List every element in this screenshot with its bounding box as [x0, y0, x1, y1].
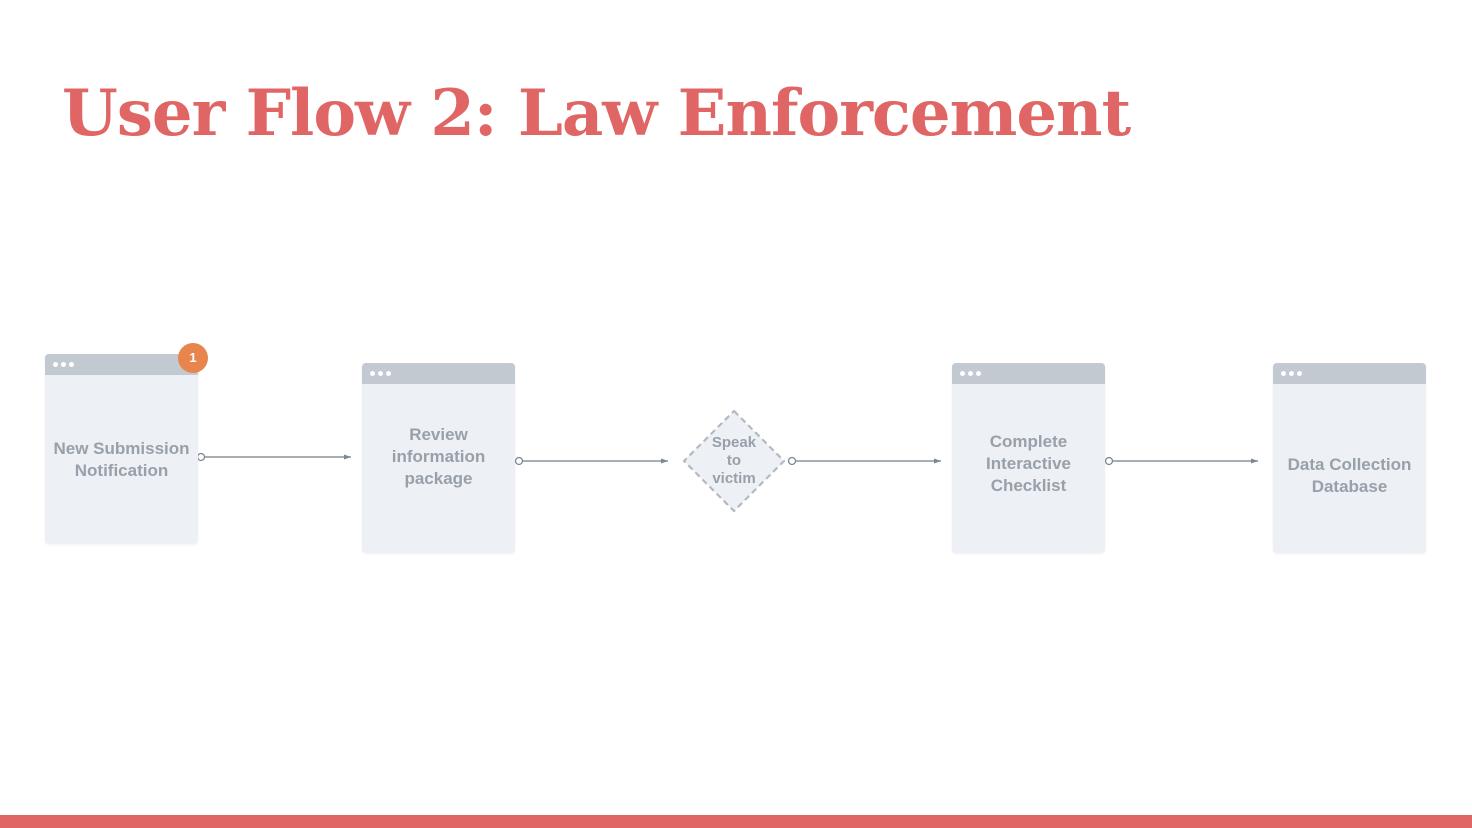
connector-3 — [787, 456, 941, 466]
window-title-bar — [1273, 363, 1426, 384]
notification-badge: 1 — [178, 343, 208, 373]
window-dots-icon — [1281, 371, 1302, 376]
window-title-bar — [952, 363, 1105, 384]
footer-accent-bar — [0, 815, 1472, 828]
window-title-bar — [45, 354, 198, 375]
step-data-collection-screen: Data Collection Database — [1273, 363, 1426, 553]
step-label: Review information package — [391, 425, 486, 488]
step-review-package-screen: Review information package — [362, 363, 515, 553]
connector-4-start-node — [1104, 456, 1114, 466]
step-interactive-checklist-screen: Complete Interactive Checklist — [952, 363, 1105, 553]
connector-2 — [514, 456, 668, 466]
slide-title: User Flow 2: Law Enforcement — [62, 76, 1131, 151]
step-new-submission-screen: New Submission Notification — [45, 354, 198, 544]
window-dots-icon — [370, 371, 391, 376]
connector-4 — [1104, 456, 1258, 466]
connector-3-start-node — [787, 456, 797, 466]
window-title-bar — [362, 363, 515, 384]
step-label: Complete Interactive Checklist — [985, 432, 1072, 495]
decision-label: Speak to victim — [711, 434, 757, 487]
connector-1-start-node — [196, 452, 206, 462]
connector-2-start-node — [514, 456, 524, 466]
step-label: New Submission Notification — [53, 438, 190, 480]
step-label: Data Collection Database — [1287, 455, 1412, 496]
window-dots-icon — [960, 371, 981, 376]
connector-1 — [196, 452, 351, 462]
decision-diamond-shape — [683, 410, 785, 512]
step-speak-to-victim-decision: Speak to victim — [683, 410, 785, 512]
window-dots-icon — [53, 362, 74, 367]
